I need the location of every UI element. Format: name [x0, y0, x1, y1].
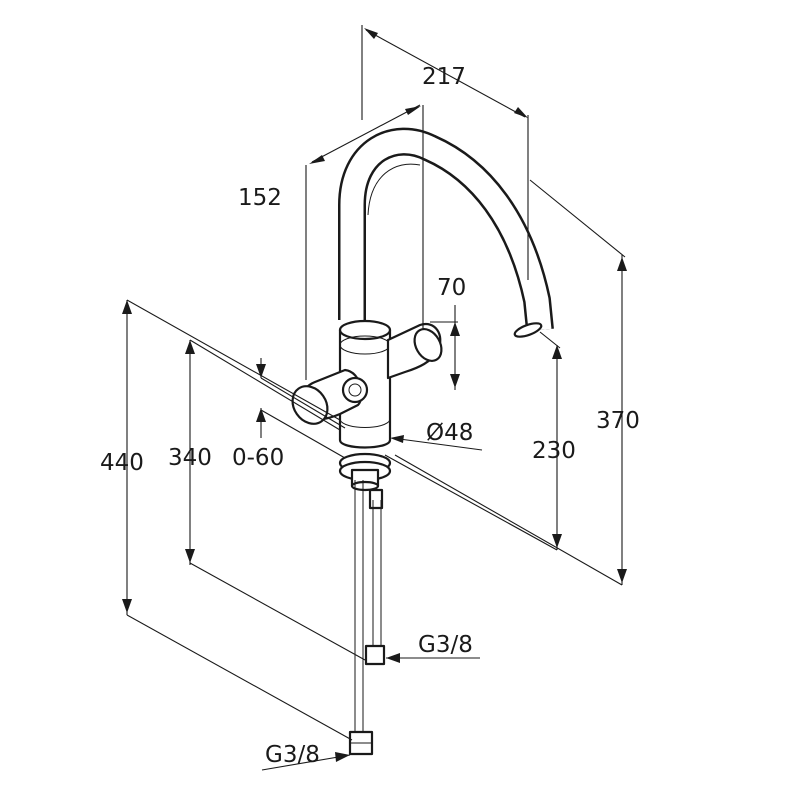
label-height-total: 370	[596, 408, 640, 434]
faucet-illustration	[291, 127, 554, 756]
label-width-total: 217	[422, 64, 466, 90]
label-connection-lower: G3/8	[265, 742, 320, 768]
spout	[338, 127, 554, 338]
label-spout-clearance: 230	[532, 438, 576, 464]
handle-left	[291, 368, 369, 425]
label-hose-length-long: 440	[100, 450, 144, 476]
dimension-labels: 217 152 70 370 230 Ø48 0-60 340 440 G3/8…	[100, 64, 640, 768]
label-reach: 152	[238, 185, 282, 211]
dimension-lines	[122, 25, 627, 771]
label-deck-thickness: 0-60	[232, 445, 284, 471]
supply-hoses	[348, 480, 386, 756]
label-hose-length-short: 340	[168, 445, 212, 471]
handle-right	[386, 322, 443, 380]
label-connection-upper: G3/8	[418, 632, 473, 658]
mounting-ring	[338, 452, 392, 510]
label-handle-height: 70	[437, 275, 466, 301]
label-base-diameter: Ø48	[426, 420, 473, 446]
